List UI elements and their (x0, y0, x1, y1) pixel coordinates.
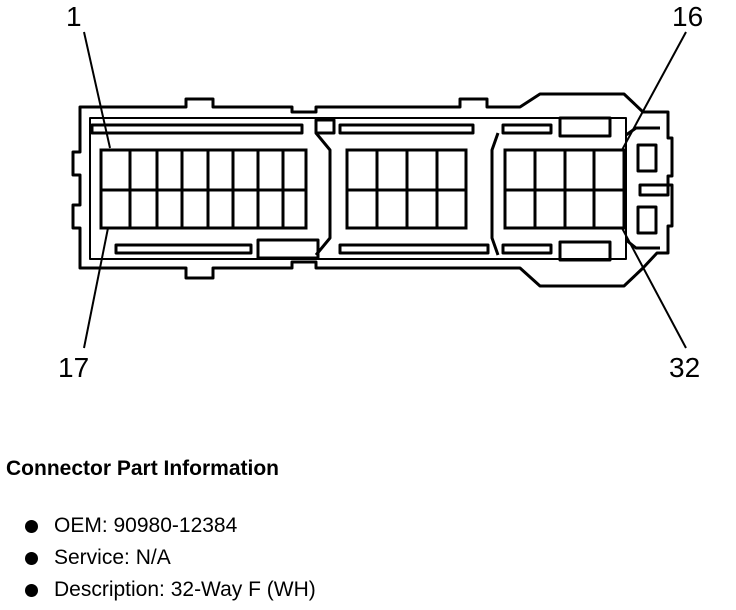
connector-info-list: OEM: 90980-12384 Service: N/A Descriptio… (0, 510, 316, 606)
pin-1-pointer (83, 31, 111, 149)
section-divider (314, 132, 332, 256)
info-item-service: Service: N/A (0, 542, 316, 574)
connector-body-outline (71, 92, 674, 288)
top-rail-slot (558, 116, 612, 138)
bottom-rail-slot (256, 238, 320, 260)
top-rail-slot (90, 123, 304, 135)
latch-window (636, 143, 658, 173)
pin-label-1: 1 (66, 1, 82, 32)
bullet-icon (25, 520, 38, 533)
info-item-oem: OEM: 90980-12384 (0, 510, 316, 542)
bullet-icon (25, 584, 38, 597)
bullet-icon (25, 552, 38, 565)
pin-32-pointer (621, 227, 687, 349)
top-rail-slot (314, 118, 336, 135)
bottom-rail-slot (501, 243, 553, 255)
connector-info-heading: Connector Part Information (6, 457, 280, 480)
bottom-rail-slot (558, 240, 612, 262)
pin-label-17: 17 (58, 352, 89, 383)
section-divider (490, 132, 500, 256)
info-item-description: Description: 32-Way F (WH) (0, 574, 316, 606)
pin-label-32: 32 (669, 352, 700, 383)
info-item-label: Description: 32-Way F (WH) (54, 578, 316, 601)
info-item-label: OEM: 90980-12384 (54, 514, 238, 537)
top-rail-slot (501, 123, 553, 135)
pin-17-pointer (83, 227, 109, 349)
latch-window (638, 183, 670, 197)
bottom-rail-slot (338, 243, 490, 255)
pin-16-pointer (621, 31, 687, 151)
connector-diagram: 1 16 17 32 (58, 1, 703, 383)
pin-label-16: 16 (672, 1, 703, 32)
info-item-label: Service: N/A (54, 546, 171, 569)
top-rail-slot (338, 123, 475, 135)
connector-inner-outline (89, 117, 627, 260)
latch-window (636, 205, 658, 235)
latch-edge (625, 126, 660, 137)
bottom-rail-slot (114, 243, 253, 255)
